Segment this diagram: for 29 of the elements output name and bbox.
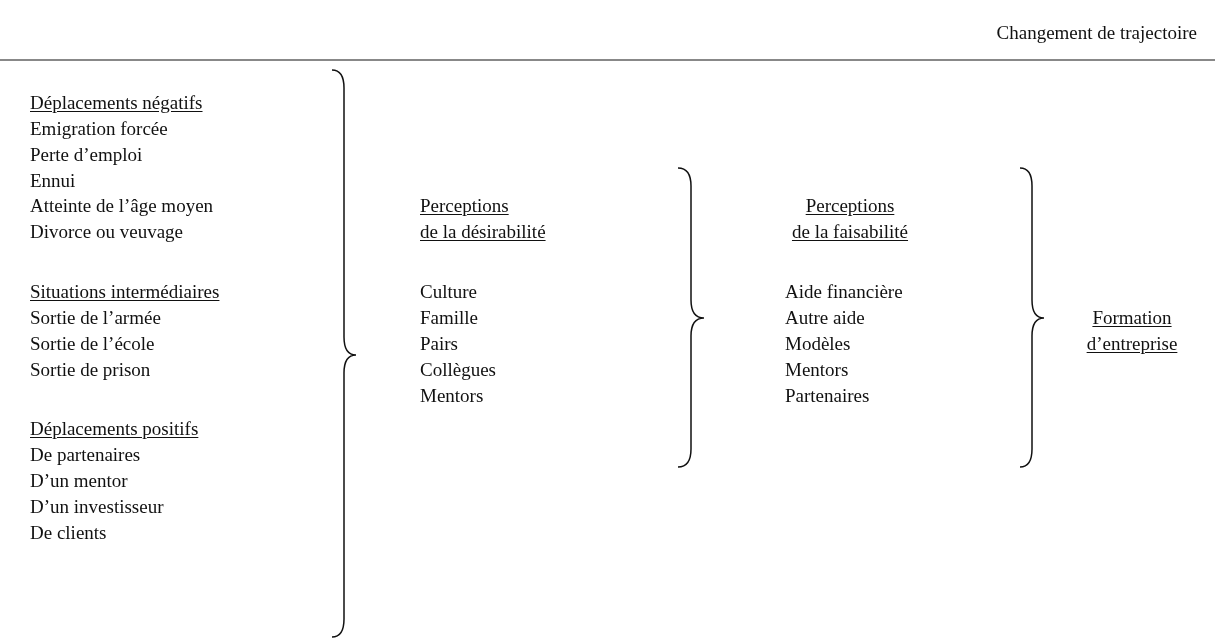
- list-item: Aide financière: [785, 280, 903, 304]
- list-item: D’un mentor: [30, 469, 128, 493]
- section-heading: Formation d’entreprise: [1085, 306, 1179, 356]
- list-item: Perte d’emploi: [30, 143, 143, 167]
- list-item: Modèles: [785, 332, 851, 356]
- list-item: Partenaires: [785, 384, 870, 408]
- list-item: Famille: [420, 306, 479, 330]
- list-item: Sortie de l’école: [30, 332, 155, 356]
- section-heading: Déplacements négatifs: [30, 91, 203, 115]
- list-item: Pairs: [420, 332, 458, 356]
- list-item: Mentors: [420, 384, 484, 408]
- section-heading: Déplacements positifs: [30, 417, 199, 441]
- list-item: Atteinte de l’âge moyen: [30, 194, 214, 218]
- list-item: Sortie de prison: [30, 358, 151, 382]
- list-item: Mentors: [785, 358, 849, 382]
- list-item: Autre aide: [785, 306, 865, 330]
- list-item: Divorce ou veuvage: [30, 220, 183, 244]
- list-item: Ennui: [30, 169, 76, 193]
- list-item: De partenaires: [30, 443, 141, 467]
- list-item: Collègues: [420, 358, 496, 382]
- list-item: D’un investisseur: [30, 495, 164, 519]
- section-heading: Perceptions de la désirabilité: [420, 194, 546, 244]
- list-item: Sortie de l’armée: [30, 306, 161, 330]
- list-item: De clients: [30, 521, 107, 545]
- title: Changement de trajectoire: [996, 21, 1197, 45]
- section-heading: Perceptions de la faisabilité: [790, 194, 910, 244]
- list-item: Emigration forcée: [30, 117, 168, 141]
- section-heading: Situations intermédiaires: [30, 280, 220, 304]
- list-item: Culture: [420, 280, 477, 304]
